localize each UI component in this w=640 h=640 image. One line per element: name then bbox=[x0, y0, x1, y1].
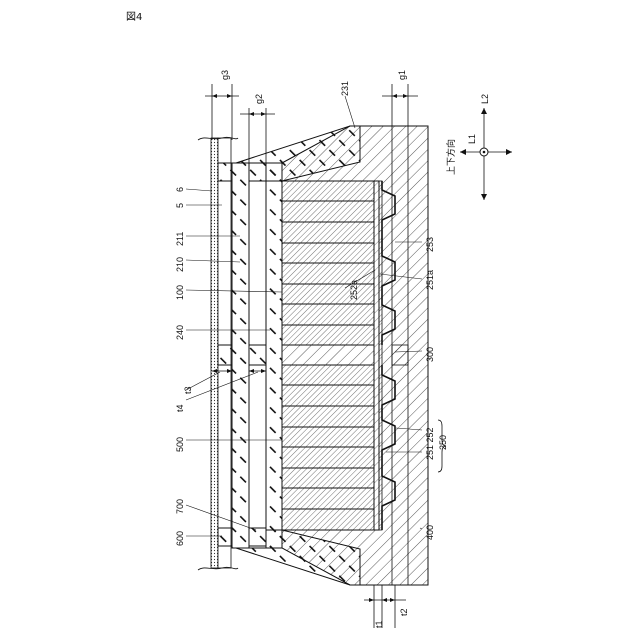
label-210: 210 bbox=[175, 257, 185, 272]
label-t1: t1 bbox=[374, 620, 384, 628]
label-t2: t2 bbox=[399, 608, 409, 616]
cell-stack-100 bbox=[282, 181, 374, 530]
label-g1: g1 bbox=[397, 70, 407, 80]
label-300: 300 bbox=[425, 347, 435, 362]
label-t4: t4 bbox=[175, 404, 185, 412]
label-L2: L2 bbox=[480, 94, 490, 104]
label-L1: L1 bbox=[467, 134, 477, 144]
label-231: 231 bbox=[340, 81, 350, 96]
label-600: 600 bbox=[175, 531, 185, 546]
label-500: 500 bbox=[175, 437, 185, 452]
label-240: 240 bbox=[175, 325, 185, 340]
label-5: 5 bbox=[175, 203, 185, 208]
label-g2: g2 bbox=[254, 94, 264, 104]
label-direction: 上下方向 bbox=[445, 139, 456, 175]
label-100: 100 bbox=[175, 285, 185, 300]
direction-indicator bbox=[460, 108, 512, 200]
label-253: 253 bbox=[425, 237, 435, 252]
label-251-252: 251 252 bbox=[425, 427, 435, 460]
label-700: 700 bbox=[175, 499, 185, 514]
label-t3: t3 bbox=[183, 386, 193, 394]
label-252a: 252a bbox=[349, 280, 359, 300]
label-400: 400 bbox=[425, 525, 435, 540]
label-g3: g3 bbox=[220, 70, 230, 80]
label-211: 211 bbox=[175, 232, 185, 246]
label-251a: 251a bbox=[425, 270, 435, 290]
label-6: 6 bbox=[175, 187, 185, 192]
